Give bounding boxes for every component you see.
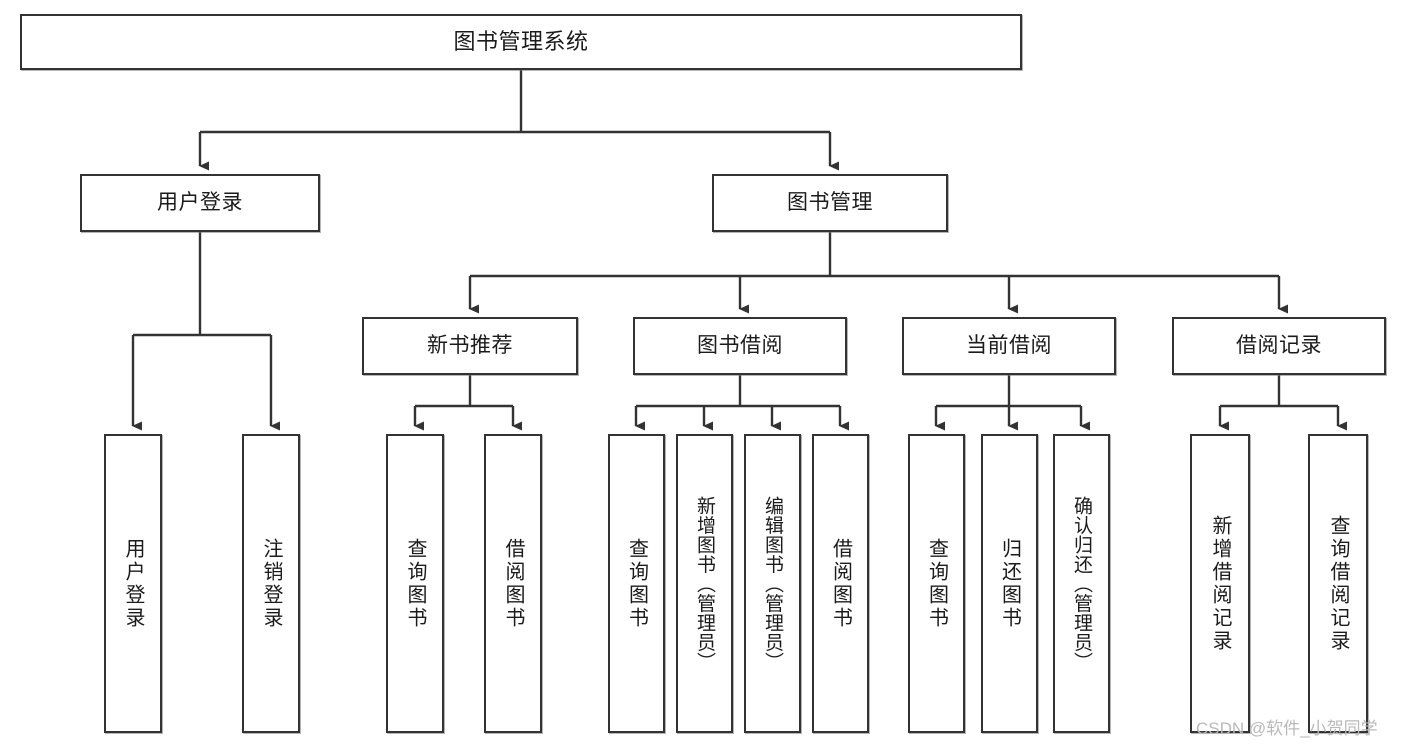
node-borrow-record[interactable]: 借阅记录 xyxy=(1172,317,1386,375)
leaf-borrow-book-recommendation[interactable]: 借阅图书 xyxy=(484,434,542,733)
leaf-query-book-current-label: 查询图书 xyxy=(925,537,948,630)
node-current-borrow-label: 当前借阅 xyxy=(966,333,1052,357)
node-book-borrow-label: 图书借阅 xyxy=(697,333,783,357)
node-new-book-recommendation[interactable]: 新书推荐 xyxy=(362,317,578,375)
leaf-user-login-label: 用户登录 xyxy=(122,537,144,630)
leaf-edit-book-admin[interactable]: 编辑图书（管理员） xyxy=(744,434,801,733)
leaf-query-borrow-record[interactable]: 查询借阅记录 xyxy=(1308,434,1368,733)
leaf-confirm-return-admin[interactable]: 确认归还（管理员） xyxy=(1053,434,1110,733)
node-user-login[interactable]: 用户登录 xyxy=(80,174,320,232)
node-book-manage-label: 图书管理 xyxy=(787,190,873,214)
leaf-add-borrow-record-label: 新增借阅记录 xyxy=(1209,514,1231,653)
leaf-return-book[interactable]: 归还图书 xyxy=(981,434,1038,733)
node-book-manage[interactable]: 图书管理 xyxy=(712,174,948,232)
leaf-query-book-current[interactable]: 查询图书 xyxy=(908,434,965,733)
node-user-login-label: 用户登录 xyxy=(157,190,243,214)
leaf-query-book-recommendation-label: 查询图书 xyxy=(404,537,426,630)
node-root-label: 图书管理系统 xyxy=(453,29,589,55)
leaf-add-book-admin-label: 新增图书（管理员） xyxy=(694,495,715,672)
node-new-book-recommendation-label: 新书推荐 xyxy=(427,333,513,357)
node-borrow-record-label: 借阅记录 xyxy=(1236,333,1322,357)
node-root[interactable]: 图书管理系统 xyxy=(20,14,1022,70)
node-book-borrow[interactable]: 图书借阅 xyxy=(633,317,847,375)
leaf-borrow-book-label: 借阅图书 xyxy=(829,537,852,630)
leaf-borrow-book-recommendation-label: 借阅图书 xyxy=(502,537,524,630)
node-current-borrow[interactable]: 当前借阅 xyxy=(902,317,1116,375)
leaf-edit-book-admin-label: 编辑图书（管理员） xyxy=(762,495,783,672)
leaf-borrow-book[interactable]: 借阅图书 xyxy=(812,434,869,733)
watermark-text: CSDN @软件_小贺同学 xyxy=(1196,719,1378,738)
leaf-logout-label: 注销登录 xyxy=(260,537,282,630)
leaf-add-borrow-record[interactable]: 新增借阅记录 xyxy=(1190,434,1250,733)
leaf-query-book-borrow[interactable]: 查询图书 xyxy=(608,434,665,733)
leaf-logout[interactable]: 注销登录 xyxy=(242,434,300,733)
leaf-confirm-return-admin-label: 确认归还（管理员） xyxy=(1071,495,1092,672)
leaf-query-borrow-record-label: 查询借阅记录 xyxy=(1327,514,1349,653)
leaf-add-book-admin[interactable]: 新增图书（管理员） xyxy=(676,434,733,733)
leaf-user-login[interactable]: 用户登录 xyxy=(104,434,162,733)
leaf-return-book-label: 归还图书 xyxy=(998,537,1021,630)
leaf-query-book-recommendation[interactable]: 查询图书 xyxy=(386,434,444,733)
leaf-query-book-borrow-label: 查询图书 xyxy=(625,537,648,630)
